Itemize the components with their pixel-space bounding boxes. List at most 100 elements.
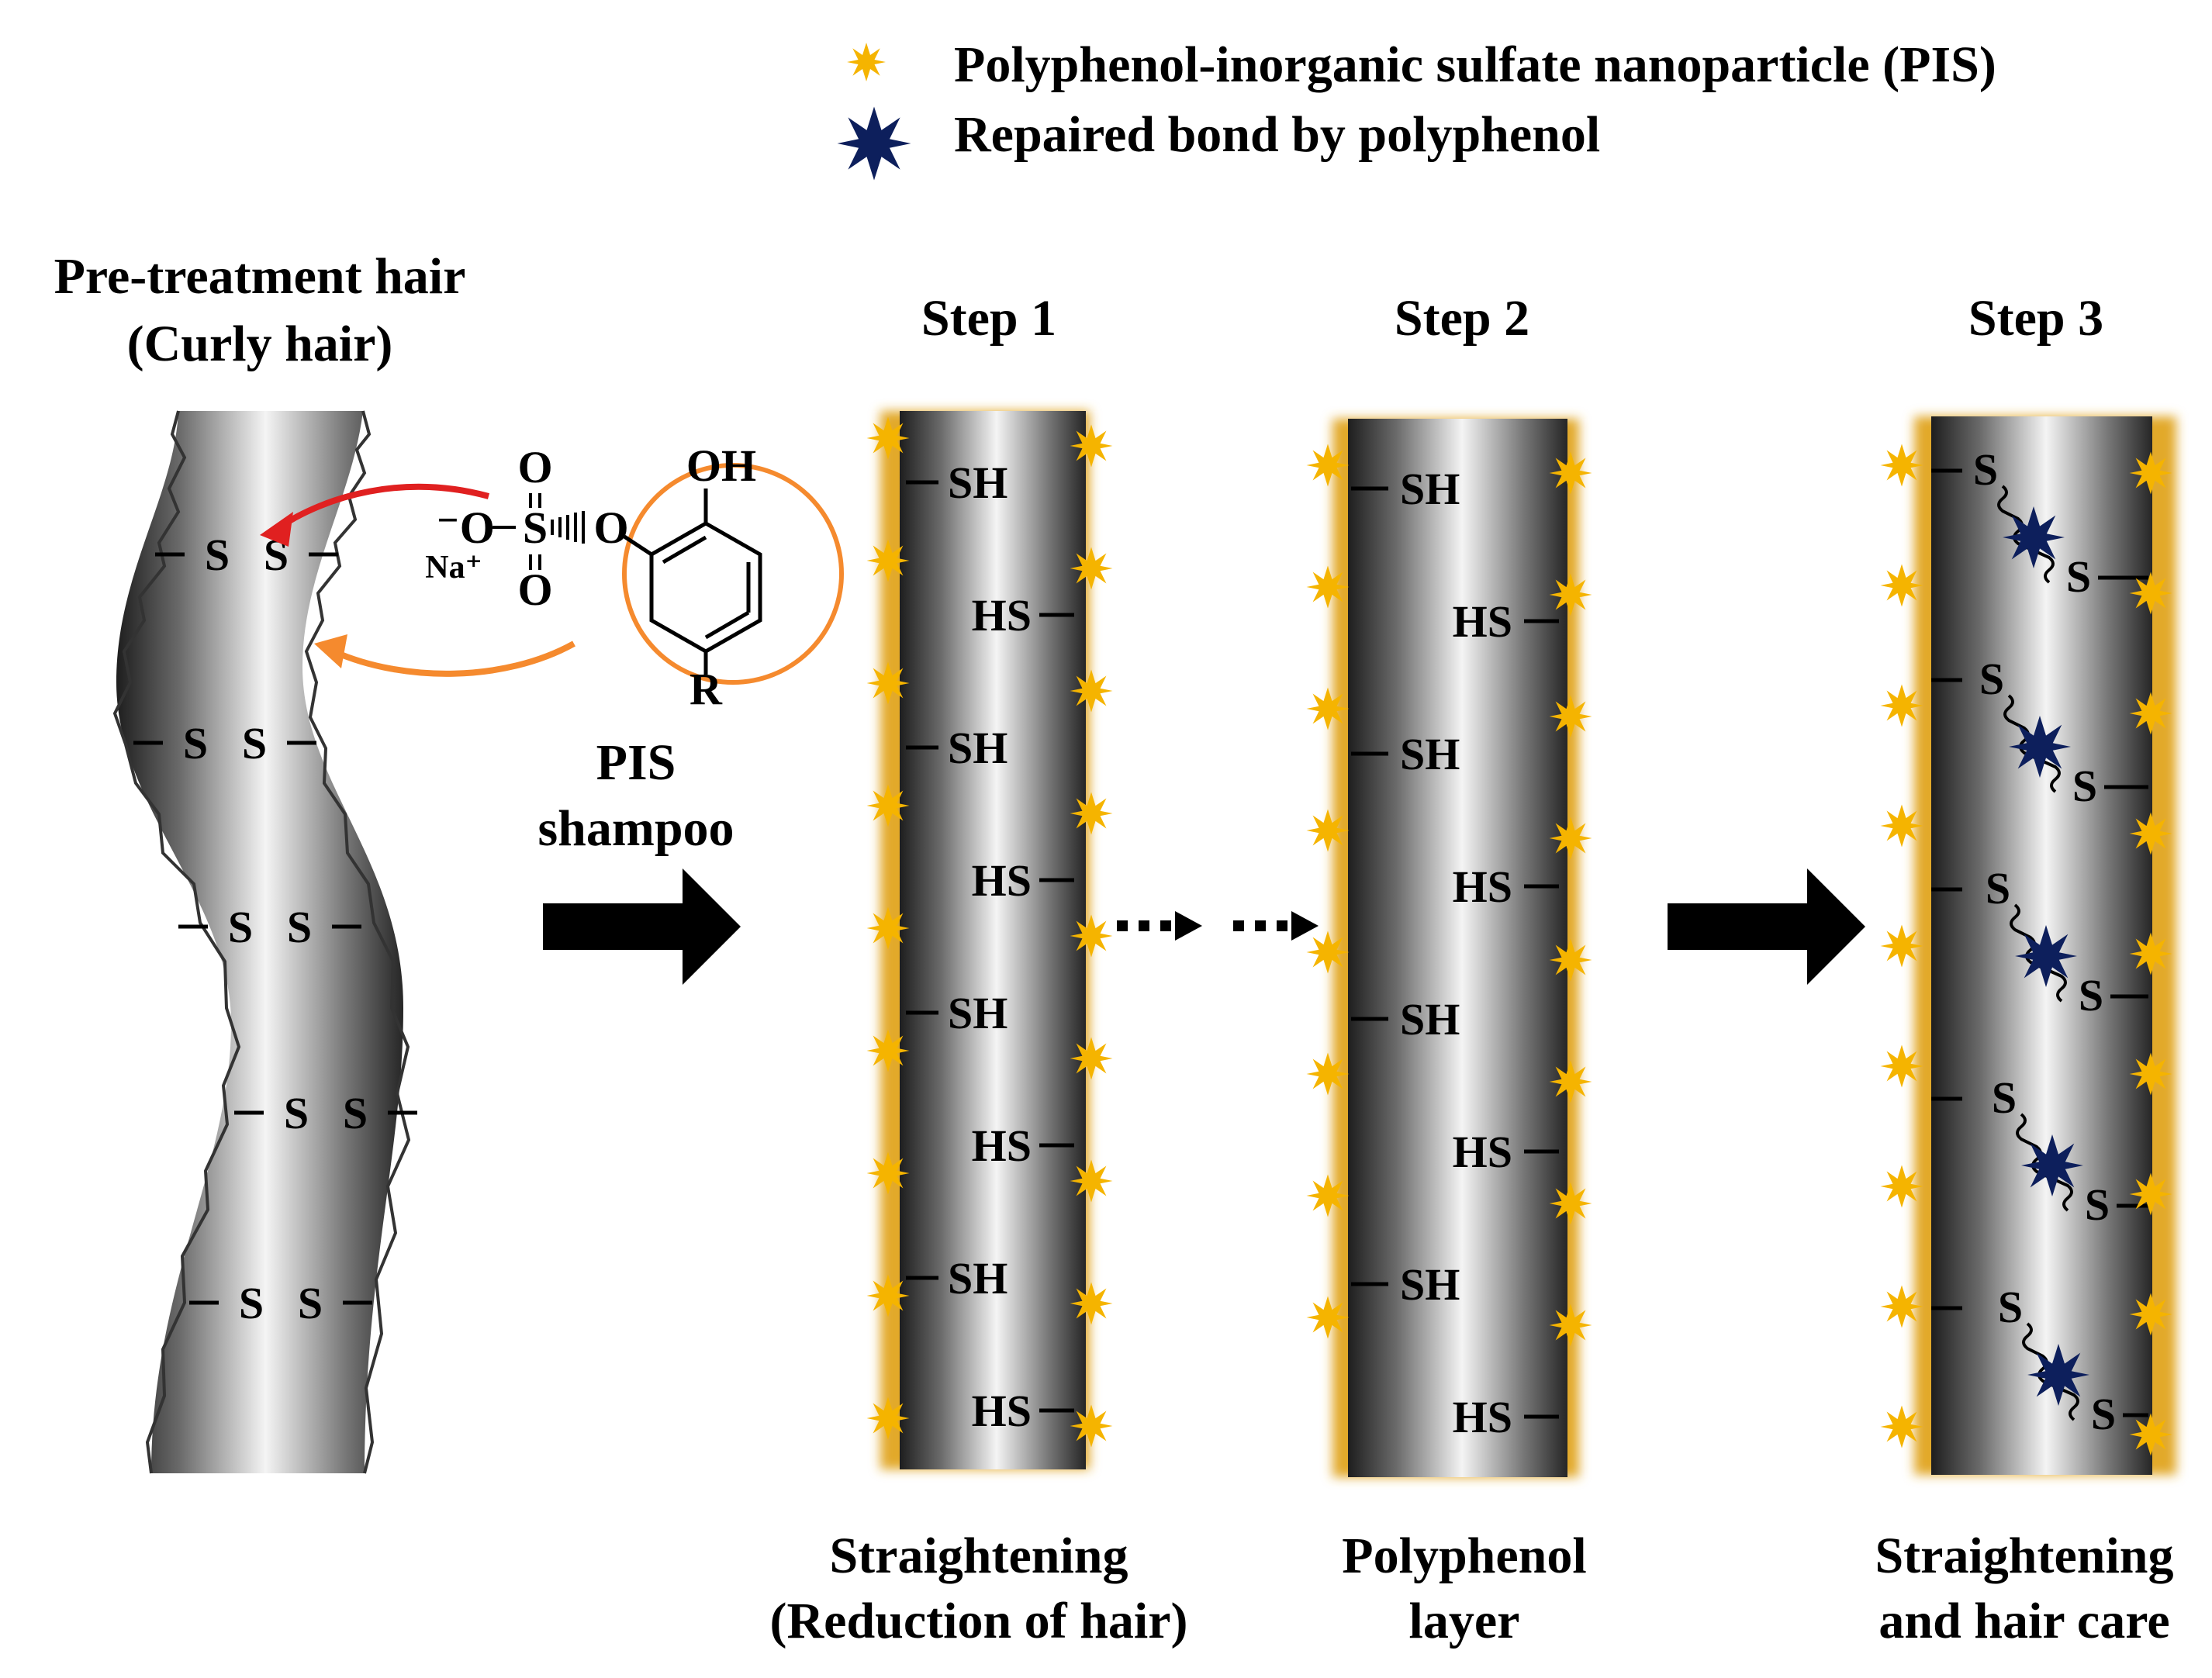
repaired-bond-star-icon bbox=[2003, 506, 2065, 568]
pis-star-icon bbox=[1549, 1060, 1592, 1103]
thiol-group-label: SH bbox=[1400, 464, 1460, 514]
thiol-group-label: SH bbox=[1400, 1259, 1460, 1310]
repaired-bond-star-icon bbox=[2015, 925, 2077, 987]
pis-star-icon bbox=[1549, 817, 1592, 860]
pis-star-icon bbox=[1070, 792, 1113, 835]
thiol-group-label: HS bbox=[1453, 1392, 1512, 1442]
o-minus-label: ⁻O bbox=[436, 502, 495, 553]
pis-star-icon bbox=[1880, 1165, 1923, 1208]
pis-star-icon bbox=[1880, 1405, 1923, 1448]
repaired-s-left: S bbox=[1986, 863, 2010, 913]
pis-star-icon bbox=[2129, 571, 2172, 615]
pis-star-icon bbox=[1070, 669, 1113, 713]
thiol-group-label: HS bbox=[972, 1386, 1032, 1436]
dotted-arrows-icon bbox=[1117, 911, 1319, 941]
pis-star-icon bbox=[866, 1274, 910, 1317]
thiol-group-label: HS bbox=[972, 590, 1032, 640]
pre-treatment-subtitle: (Curly hair) bbox=[127, 316, 393, 372]
pis-star-icon bbox=[1549, 695, 1592, 738]
pis-star-icon bbox=[1880, 444, 1923, 487]
pis-star-icon bbox=[2129, 451, 2172, 495]
thiol-group-label: HS bbox=[1453, 861, 1512, 912]
legend: Polyphenol-inorganic sulfate nanoparticl… bbox=[837, 36, 1996, 181]
disulfide-s-left: S bbox=[239, 1278, 264, 1328]
thiol-group-label: SH bbox=[948, 988, 1007, 1038]
pis-star-icon bbox=[1880, 804, 1923, 848]
pis-star-icon bbox=[1306, 1052, 1350, 1096]
thiol-group-label: SH bbox=[1400, 994, 1460, 1044]
pis-star-icon bbox=[1880, 924, 1923, 968]
red-arrow bbox=[277, 483, 490, 530]
repaired-s-left: S bbox=[1979, 654, 2004, 704]
molecule-circle bbox=[622, 463, 844, 685]
pis-star-icon bbox=[1880, 564, 1923, 607]
pis-star-icon bbox=[1070, 547, 1113, 590]
pis-star-icon bbox=[2129, 1172, 2172, 1216]
pis-star-icon bbox=[866, 1397, 910, 1440]
pis-star-icon bbox=[1880, 1044, 1923, 1088]
r-group-label: R bbox=[690, 664, 723, 714]
thiol-group-label: SH bbox=[948, 1253, 1007, 1303]
repaired-s-left: S bbox=[1973, 444, 1998, 495]
hair-cuticle-right bbox=[304, 410, 411, 1474]
legend-repaired-label: Repaired bond by polyphenol bbox=[954, 106, 1600, 163]
pre-treatment-title: Pre-treatment hair bbox=[54, 248, 466, 305]
repaired-bond-star-icon bbox=[837, 106, 911, 181]
shampoo-line1: PIS bbox=[596, 734, 676, 791]
pis-star-icon bbox=[1306, 687, 1350, 730]
orange-arrowhead-icon bbox=[314, 634, 347, 668]
step1-caption-line2: (Reduction of hair) bbox=[770, 1593, 1188, 1649]
step1-title: Step 1 bbox=[921, 290, 1056, 347]
disulfide-s-right: S bbox=[343, 1088, 368, 1138]
pis-star-icon bbox=[1070, 424, 1113, 468]
pis-star-icon bbox=[1070, 914, 1113, 958]
o-link-label: O bbox=[593, 502, 628, 553]
disulfide-s-right: S bbox=[287, 902, 312, 952]
oh-label: OH bbox=[686, 440, 756, 491]
benzene-ring-icon bbox=[649, 521, 762, 654]
disulfide-s-left: S bbox=[228, 902, 253, 952]
repaired-bond-star-icon bbox=[2021, 1134, 2083, 1196]
pis-star-icon bbox=[1306, 930, 1350, 974]
pis-star-icon bbox=[1549, 451, 1592, 495]
pis-star-icon bbox=[1070, 1037, 1113, 1080]
pis-star-icon bbox=[847, 43, 886, 81]
disulfide-s-left: S bbox=[205, 530, 230, 580]
pis-star-icon bbox=[1306, 1296, 1350, 1339]
pis-star-icon bbox=[1306, 565, 1350, 609]
pis-star-icon bbox=[2129, 1413, 2172, 1456]
pis-star-icon bbox=[1549, 1182, 1592, 1225]
sodium-label: Na⁺ bbox=[425, 550, 482, 585]
thiol-group-label: SH bbox=[948, 457, 1007, 508]
repaired-s-right: S bbox=[2079, 970, 2103, 1020]
step3-caption-line1: Straightening bbox=[1875, 1528, 2173, 1584]
pis-molecule: OH R O S O O ⁻O Na⁺ bbox=[260, 440, 844, 714]
step2-caption-line2: layer bbox=[1409, 1593, 1520, 1649]
pis-star-icon bbox=[866, 1029, 910, 1072]
repaired-s-right: S bbox=[2066, 551, 2091, 602]
pis-star-icon bbox=[1306, 1174, 1350, 1217]
pis-star-icon bbox=[1070, 1159, 1113, 1203]
pis-star-icon bbox=[866, 416, 910, 460]
disulfide-s-right: S bbox=[242, 718, 267, 768]
pis-star-icon bbox=[2129, 692, 2172, 735]
thiol-group-label: SH bbox=[1400, 729, 1460, 779]
pis-star-icon bbox=[2129, 812, 2172, 855]
orange-arrow bbox=[332, 640, 575, 677]
step1-hair-strand bbox=[900, 411, 1086, 1469]
pis-star-icon bbox=[866, 906, 910, 950]
red-arrowhead-icon bbox=[260, 512, 293, 547]
repaired-bond-star-icon bbox=[2009, 716, 2071, 778]
big-arrow-1-icon bbox=[543, 868, 741, 985]
pis-star-icon bbox=[2129, 1052, 2172, 1096]
pis-star-icon bbox=[1549, 938, 1592, 982]
pis-star-icon bbox=[866, 784, 910, 827]
repaired-bond-star-icon bbox=[2027, 1344, 2089, 1406]
pis-star-icon bbox=[1070, 1282, 1113, 1325]
pis-star-icon bbox=[1880, 684, 1923, 727]
repaired-s-right: S bbox=[2072, 761, 2097, 811]
step1-caption-line1: Straightening bbox=[829, 1528, 1128, 1584]
repaired-s-right: S bbox=[2085, 1179, 2110, 1230]
pis-star-icon bbox=[1306, 444, 1350, 487]
